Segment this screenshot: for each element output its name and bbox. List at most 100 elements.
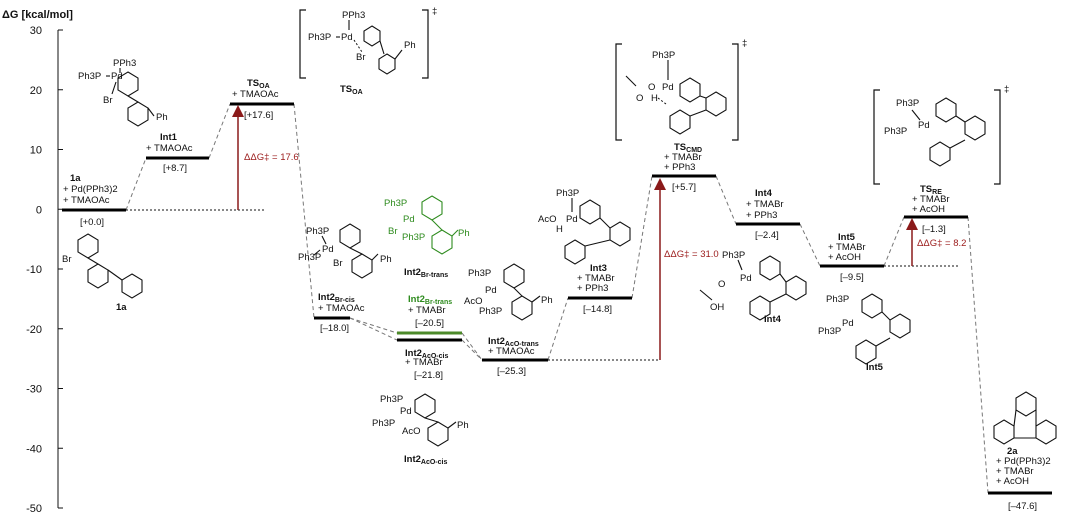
svg-text:Pd: Pd [400,406,412,417]
structure-ts-re: ‡ Ph3P Ph3P Pd [873,84,1009,185]
svg-text:+ AcOH: + AcOH [828,252,861,263]
structure-1a: Br 1a [62,233,143,313]
svg-text:+ TMABr: + TMABr [912,194,950,205]
svg-text:+ TMAOAc: + TMAOAc [146,143,193,154]
svg-text:+ Pd(PPh3)2: + Pd(PPh3)2 [996,456,1051,467]
svg-text:O: O [636,93,643,104]
svg-text:+ PPh3: + PPh3 [664,162,695,173]
svg-text:Br: Br [62,254,72,265]
svg-text:H: H [651,93,658,104]
svg-text:PPh3: PPh3 [342,10,365,21]
svg-text:Pd: Pd [403,214,415,225]
label-int2-br-trans: Int2Br-trans + TMABr [–20.5] [408,294,452,329]
svg-text:O: O [718,279,725,290]
y-tick-label: -20 [26,324,42,336]
svg-text:+ AcOH: + AcOH [996,476,1029,487]
label-ts-re: TSRE + TMABr + AcOH [–1.3] [912,184,950,235]
label-ts-cmd: TSCMD + TMABr + PPh3 [+5.7] [664,142,702,193]
svg-text:Ph: Ph [458,228,470,239]
y-tick-label: 30 [30,25,42,37]
svg-text:Int2Br-trans: Int2Br-trans [404,267,448,279]
svg-text:[–2.4]: [–2.4] [755,230,779,241]
label-int2-aco-trans: Int2AcO-trans + TMAOAc [–25.3] [488,336,539,377]
structure-int4: Ph3P Pd O OH Int4 [699,250,807,325]
svg-text:+ TMABr: + TMABr [405,357,443,368]
svg-text:+ TMABr: + TMABr [996,466,1034,477]
svg-text:+ PPh3: + PPh3 [577,283,608,294]
svg-text:TSOA: TSOA [340,84,363,96]
svg-text:1a: 1a [70,173,81,184]
structure-2a [993,391,1057,445]
svg-text:Ph3P: Ph3P [722,250,745,261]
svg-text:Br: Br [356,52,366,63]
svg-text:Br: Br [388,226,398,237]
y-tick-label: -30 [26,384,42,396]
svg-text:Br: Br [103,95,113,106]
structure-ts-cmd: ‡ Ph3P Pd O O H [615,38,747,141]
y-tick-label: -50 [26,503,42,515]
svg-text:Ph3P: Ph3P [479,306,502,317]
svg-text:[+17.6]: [+17.6] [244,110,273,121]
svg-text:+ TMAOAc: + TMAOAc [63,195,110,206]
structure-int2-aco-trans: Ph3P Pd AcO Ph3P Ph [464,263,553,321]
svg-text:Ph3P: Ph3P [372,418,395,429]
svg-text:Ph3P: Ph3P [884,126,907,137]
svg-text:Ph: Ph [404,40,416,51]
svg-text:+ Pd(PPh3)2: + Pd(PPh3)2 [63,184,118,195]
svg-text:[+5.7]: [+5.7] [672,182,696,193]
svg-text:Ph3P: Ph3P [384,198,407,209]
svg-text:PPh3: PPh3 [113,58,136,69]
label-1a: 1a + Pd(PPh3)2 + TMAOAc [+0.0] [63,173,118,228]
label-int3: Int3 + TMABr + PPh3 [–14.8] [577,263,615,315]
structure-int1: PPh3 Ph3P Pd Br Ph [78,58,168,127]
svg-text:TSOA: TSOA [247,78,270,90]
svg-text:+ TMAOAc: + TMAOAc [488,346,535,357]
structure-int3: Ph3P AcO Pd H [538,188,631,265]
svg-text:AcO: AcO [538,214,556,225]
svg-text:Br: Br [333,258,343,269]
svg-text:+ TMABr: + TMABr [828,242,866,253]
svg-text:[–18.0]: [–18.0] [320,323,349,334]
svg-text:Int2Br-cis: Int2Br-cis [318,292,355,304]
svg-text:Pd: Pd [322,244,334,255]
svg-text:OH: OH [710,302,724,313]
y-tick-label: 20 [30,85,42,97]
svg-text:+ PPh3: + PPh3 [746,210,777,221]
svg-text:H: H [556,224,563,235]
svg-text:Pd: Pd [566,214,578,225]
label-ts-oa: TSOA + TMAOAc [+17.6] [232,78,279,121]
svg-text:+ TMABr: + TMABr [746,199,784,210]
svg-text:+ TMABr: + TMABr [577,273,615,284]
svg-text:Int4: Int4 [755,188,773,199]
svg-text:[–25.3]: [–25.3] [497,366,526,377]
svg-text:Pd: Pd [918,120,930,131]
structure-ts-oa: ‡ PPh3 Ph3P Pd Br Ph TSOA [299,6,437,96]
svg-text:Ph: Ph [380,254,392,265]
svg-text:O: O [648,82,655,93]
svg-text:[–1.3]: [–1.3] [922,224,946,235]
svg-text:1a: 1a [116,302,127,313]
svg-text:‡: ‡ [432,6,437,17]
svg-text:Ph: Ph [156,112,168,123]
svg-text:Ph3P: Ph3P [298,252,321,263]
svg-text:AcO: AcO [464,296,482,307]
svg-text:Int2AcO-trans: Int2AcO-trans [488,336,539,348]
barrier-arrows: ΔΔG‡ = 17.6 ΔΔG‡ = 31.0 ΔΔG‡ = 8.2 [232,105,966,360]
svg-text:[–9.5]: [–9.5] [840,272,864,283]
label-int5: Int5 + TMABr + AcOH [–9.5] [828,232,866,283]
svg-text:Ph3P: Ph3P [818,326,841,337]
svg-text:Ph3P: Ph3P [556,188,579,199]
y-tick-label: 0 [36,204,42,216]
svg-text:[–20.5]: [–20.5] [415,318,444,329]
svg-text:Ph3P: Ph3P [652,50,675,61]
svg-text:Pd: Pd [842,318,854,329]
svg-text:+ TMAOAc: + TMAOAc [318,303,365,314]
svg-text:TSRE: TSRE [920,184,942,196]
svg-text:‡: ‡ [742,38,747,49]
y-tick-label: 10 [30,145,42,157]
label-int4: Int4 + TMABr + PPh3 [–2.4] [746,188,784,241]
svg-text:Int5: Int5 [866,362,884,373]
svg-text:Ph3P: Ph3P [826,294,849,305]
y-tick-label: -40 [26,443,42,455]
svg-text:Int4: Int4 [764,314,782,325]
